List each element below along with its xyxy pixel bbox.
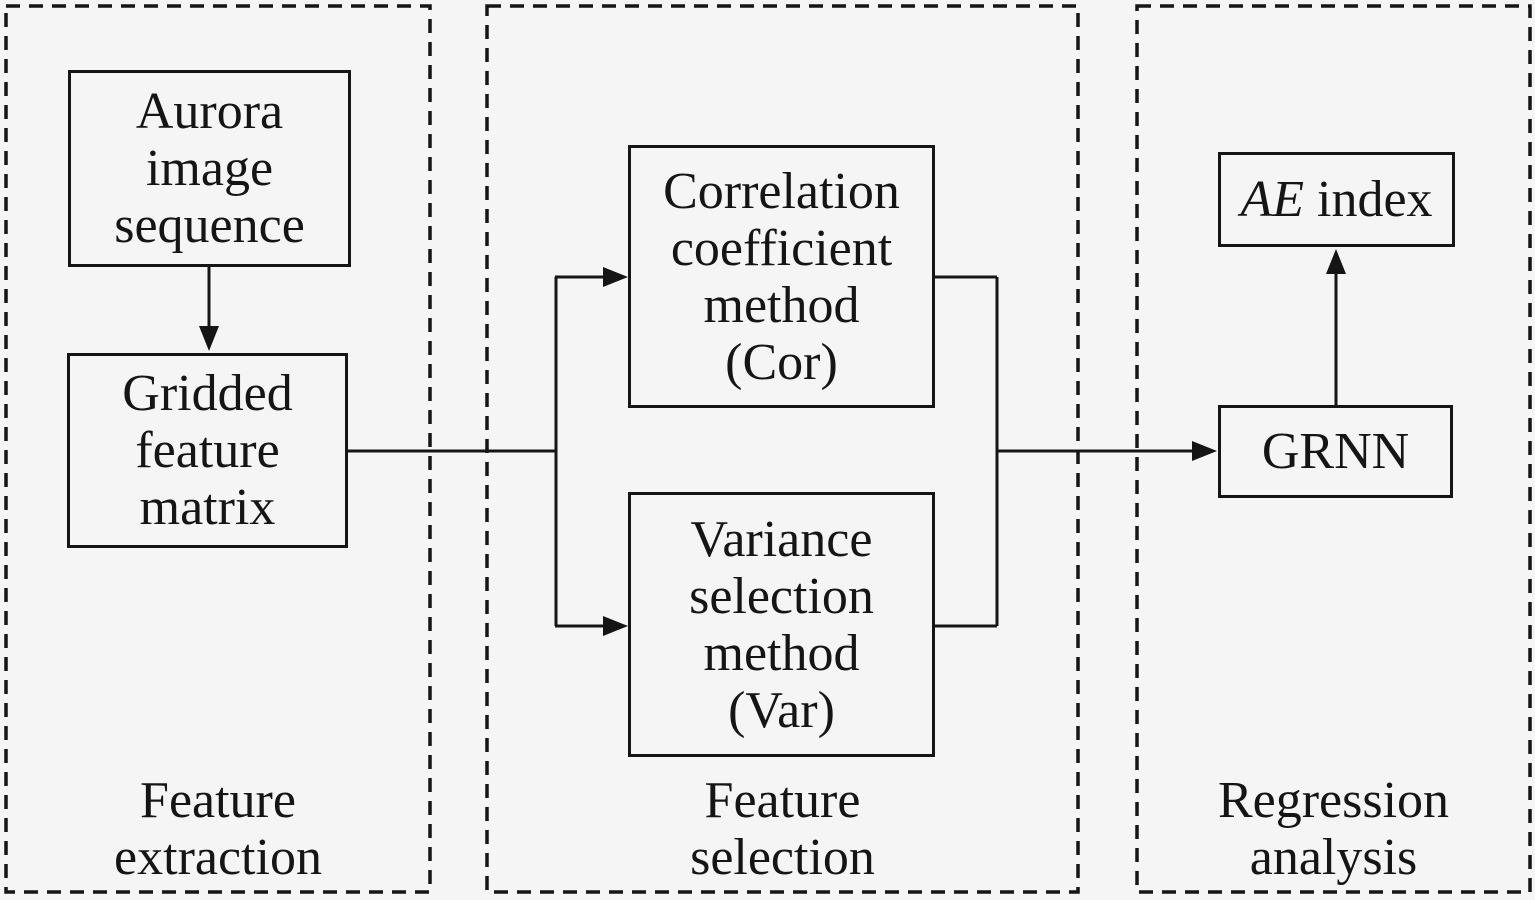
arrow-branch-to-var: [555, 616, 628, 636]
panel-label-regression-analysis: Regression analysis: [1217, 772, 1450, 886]
gridded-feature-matrix-label: Gridded feature matrix: [122, 365, 293, 536]
correlation-coefficient-method-node: Correlation coefficient method (Cor): [628, 145, 935, 408]
variance-selection-method-node: Variance selection method (Var): [628, 492, 935, 757]
grnn-node: GRNN: [1218, 405, 1453, 498]
gridded-feature-matrix-node: Gridded feature matrix: [67, 353, 348, 548]
panel-border-feature-extraction: [4, 4, 432, 894]
ae-index-node: AE index: [1218, 152, 1455, 247]
correlation-coefficient-method-label: Correlation coefficient method (Cor): [663, 162, 900, 391]
panel-border-feature-selection: [485, 4, 1080, 894]
panel-border-regression-analysis: [1135, 4, 1532, 894]
aurora-image-sequence-node: Aurora image sequence: [68, 70, 351, 267]
grnn-label: GRNN: [1261, 423, 1410, 480]
variance-selection-method-label: Variance selection method (Var): [689, 510, 874, 739]
panel-label-feature-selection: Feature selection: [690, 772, 875, 886]
connector-gridded-to-branch: [348, 277, 558, 626]
arrow-branch-to-cor: [555, 267, 628, 287]
panel-label-feature-extraction: Feature extraction: [114, 772, 322, 886]
arrow-grnn-to-ae: [1326, 249, 1346, 405]
aurora-image-sequence-label: Aurora image sequence: [114, 83, 305, 254]
ae-index-label: AE index: [1240, 171, 1432, 228]
ae-index-label-italic: AE: [1240, 171, 1304, 228]
ae-index-label-regular: index: [1317, 171, 1433, 228]
arrow-merge-to-grnn: [996, 441, 1217, 461]
arrow-aurora-to-gridded: [199, 267, 219, 351]
